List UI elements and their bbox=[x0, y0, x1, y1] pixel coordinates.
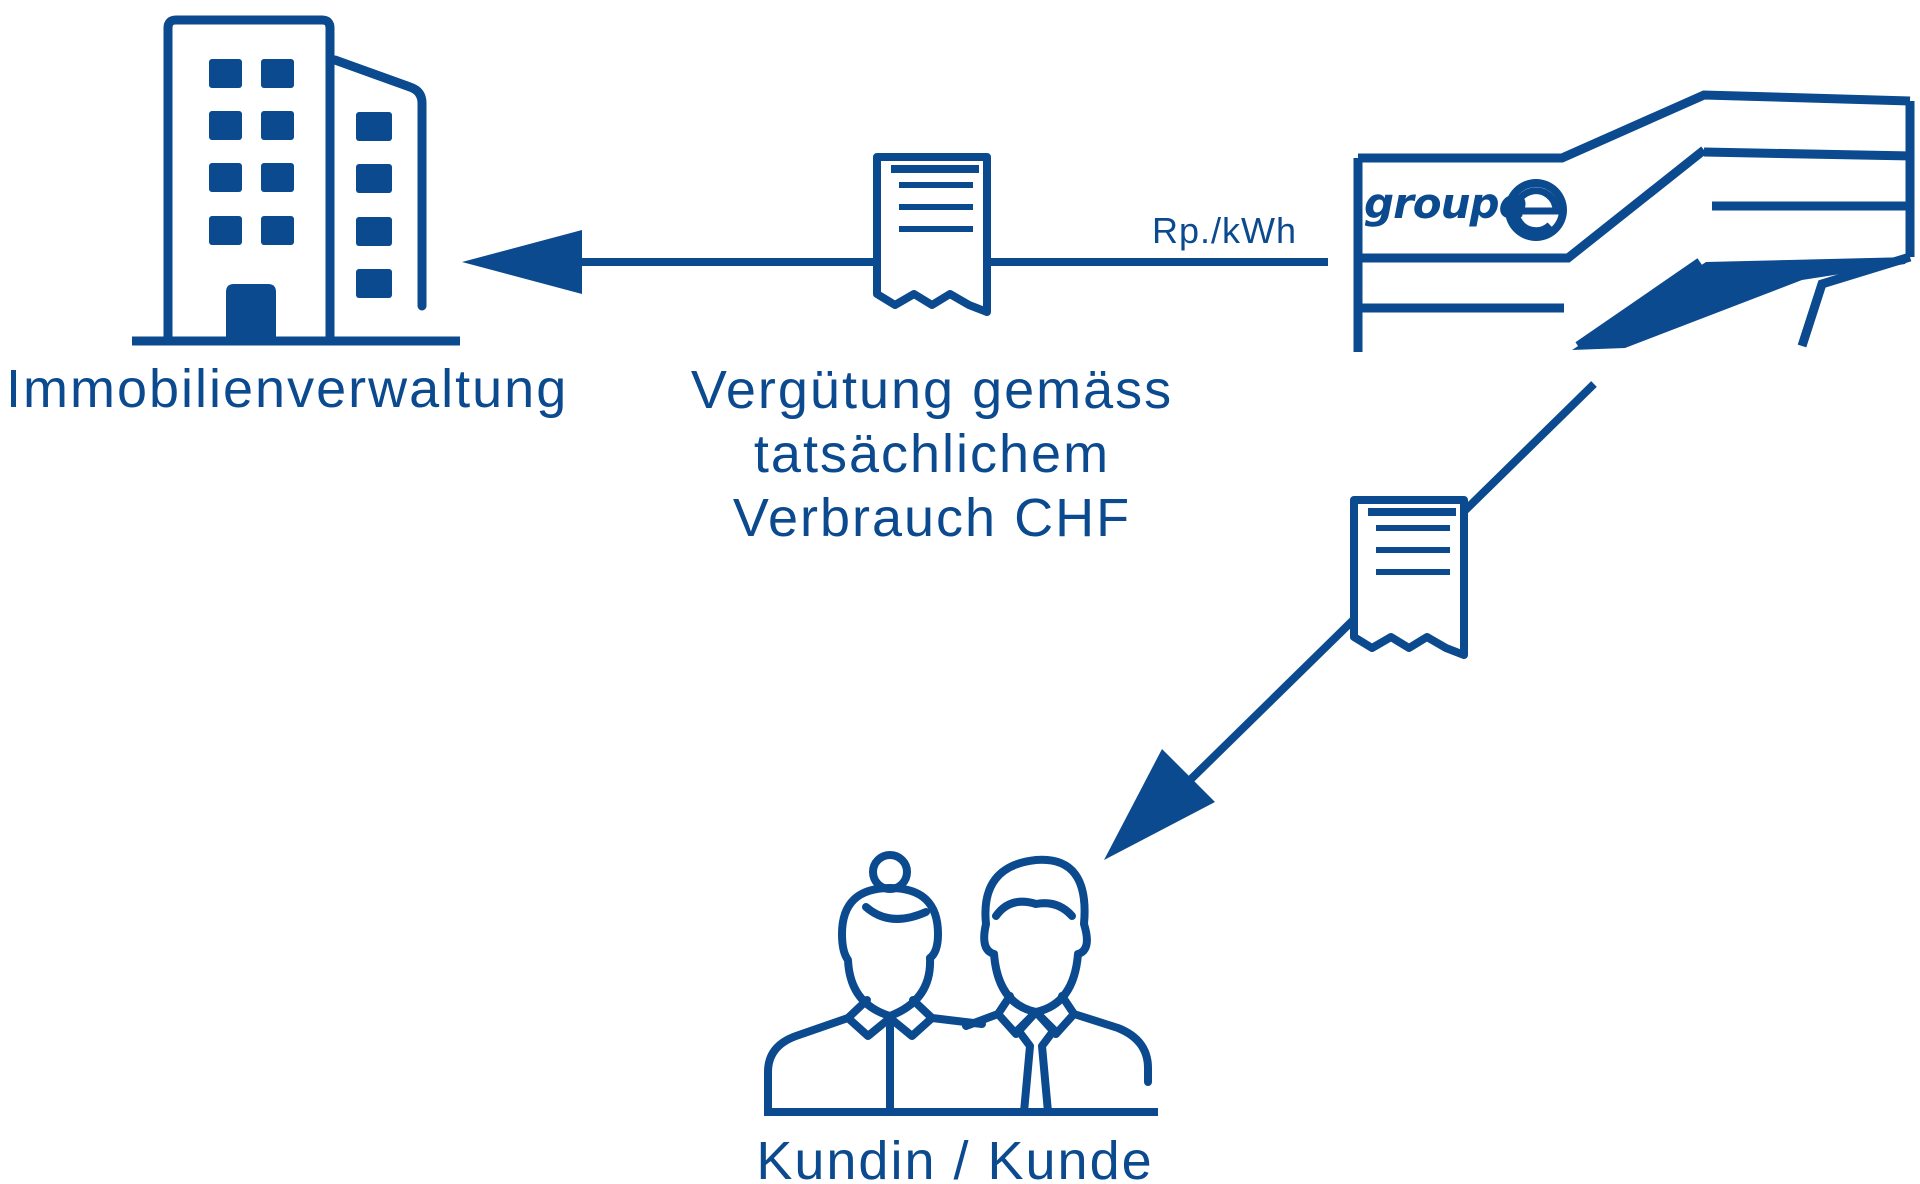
customers-label: Kundin / Kunde bbox=[756, 1131, 1154, 1184]
groupe-logo-wordmark: groupe bbox=[1364, 179, 1527, 228]
property-management-label: Immobilienverwaltung bbox=[6, 359, 569, 419]
arrowhead-left bbox=[462, 230, 582, 294]
arrowhead-down-left bbox=[1104, 749, 1215, 860]
utility-headquarters-icon bbox=[1353, 90, 1915, 352]
woman-figure bbox=[764, 851, 986, 1116]
building-windows bbox=[209, 59, 392, 341]
compensation-caption-line-3: Verbrauch CHF bbox=[732, 488, 1132, 548]
rate-unit-label: Rp./kWh bbox=[1152, 210, 1298, 251]
customers-icon bbox=[764, 851, 1158, 1116]
compensation-caption-line-1: Vergütung gemäss bbox=[690, 360, 1174, 420]
man-figure bbox=[962, 855, 1152, 1116]
invoice-receipt-icon bbox=[1350, 496, 1468, 659]
compensation-caption: Vergütung gemäss tatsächlichem Verbrauch… bbox=[632, 358, 1232, 550]
groupe-e-logo bbox=[1505, 179, 1567, 241]
invoice-receipt-icon bbox=[873, 153, 991, 316]
office-building-icon bbox=[132, 15, 460, 346]
compensation-caption-line-2: tatsächlichem bbox=[753, 424, 1111, 484]
